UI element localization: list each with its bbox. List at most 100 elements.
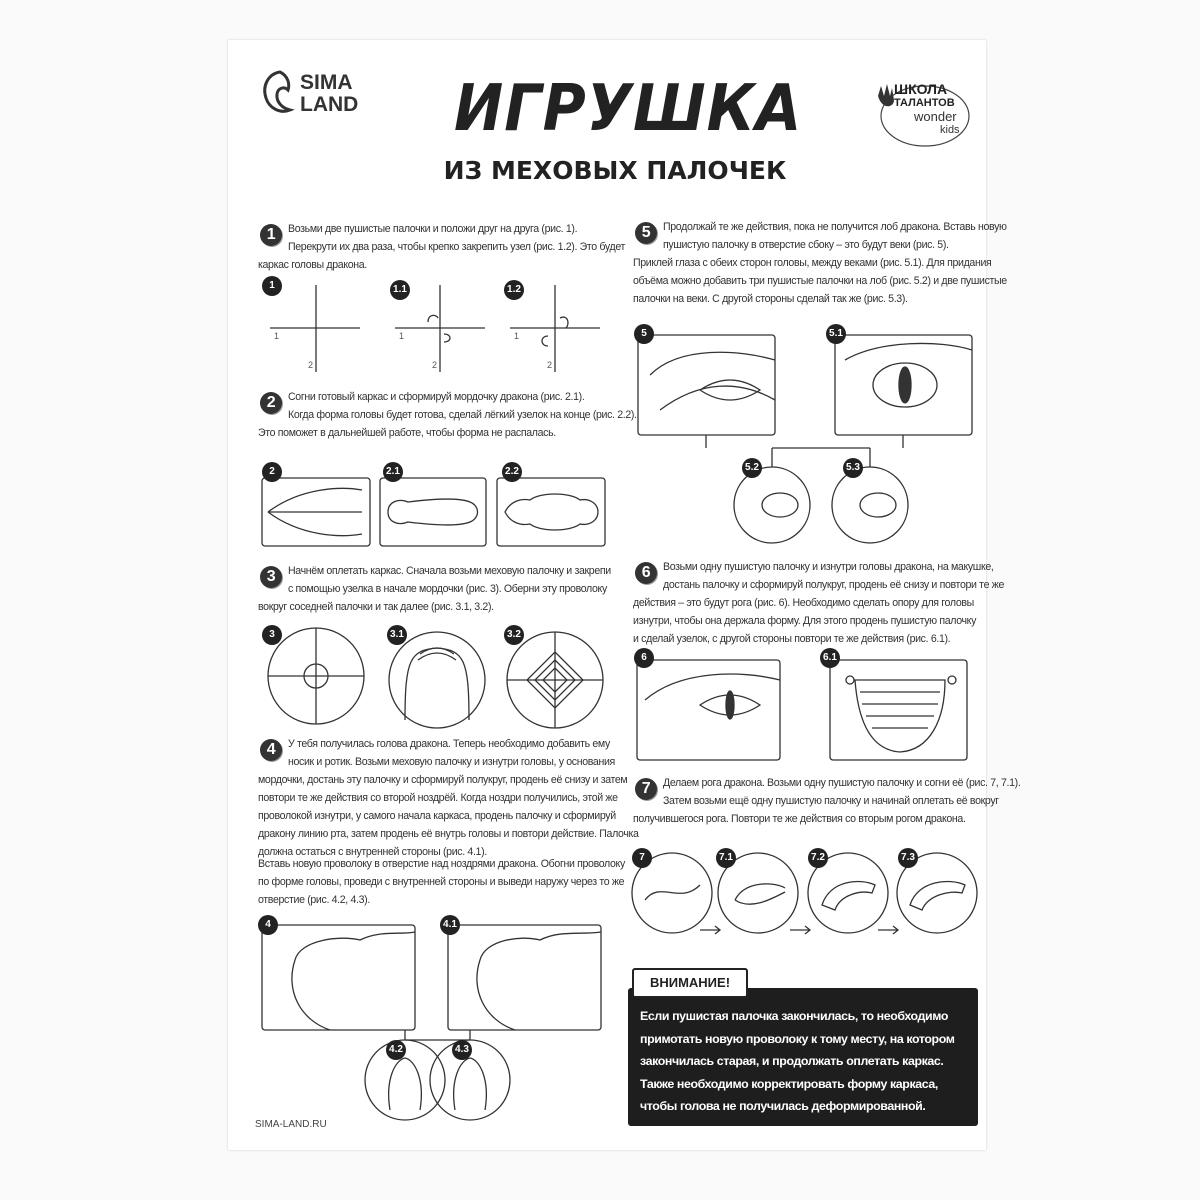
step-5-text: 5 Продолжай те же действия, пока не получ… (633, 218, 1007, 308)
instruction-sheet (228, 40, 986, 1150)
text-line: Делаем рога дракона. Возьми одну пушисту… (663, 777, 1021, 789)
axis-label: 2 (547, 360, 553, 370)
figure-badge: 1.1 (390, 280, 410, 300)
step-7-text: 7 Делаем рога дракона. Возьми одну пушист… (633, 774, 1021, 828)
step-number-badge: 2 (260, 392, 282, 414)
axis-label: 1 (399, 331, 405, 341)
text-line: пушистую палочку в отверстие сбоку – это… (663, 239, 949, 251)
figure-1-cross (270, 285, 600, 372)
brand-line: LAND (300, 93, 359, 116)
warning-text: Если пушистая палочка закончилась, то не… (640, 1005, 975, 1118)
figure-badge: 7.1 (716, 848, 736, 868)
figure-2-frames (261, 477, 606, 547)
figure-3-circles (267, 627, 604, 729)
text-line: и сделай узелок, с другой стороны повтор… (633, 633, 951, 645)
axis-label: 1 (514, 331, 520, 341)
figure-badge: 4 (258, 915, 278, 935)
step-4-extra-text: Вставь новую проволоку в отверстие над н… (258, 855, 625, 909)
step-number-badge: 4 (260, 739, 282, 761)
figure-badge: 3.2 (504, 625, 524, 645)
figure-badge: 5.2 (742, 458, 762, 478)
logo-text: ШКОЛА (894, 81, 948, 97)
figure-badge: 7.3 (898, 848, 918, 868)
figure-badge: 5.1 (826, 324, 846, 344)
text-line: Когда форма головы будет готова, сделай … (288, 409, 637, 421)
step-number-badge: 1 (260, 224, 282, 246)
step-number-badge: 7 (635, 778, 657, 800)
text-line: каркас головы дракона. (258, 259, 367, 271)
warning-line: закончилась старая, и продолжать оплетат… (640, 1054, 944, 1068)
brand-name: SIMA LAND (300, 72, 358, 116)
text-line: с помощью узелка в начале мордочки (рис.… (288, 583, 607, 595)
text-line: У тебя получилась голова дракона. Теперь… (288, 738, 610, 750)
figure-badge: 2.1 (383, 462, 403, 482)
text-line: по форме головы, проведи с внутренней ст… (258, 876, 625, 888)
figure-7-circles (631, 852, 978, 935)
figure-badge: 5 (634, 324, 654, 344)
figure-badge: 1 (262, 276, 282, 296)
step-4-text: 4 У тебя получилась голова дракона. Тепер… (258, 735, 639, 861)
text-line: Приклей глаза с обеих сторон головы, меж… (633, 257, 992, 269)
step-number-badge: 5 (635, 222, 657, 244)
text-line: Возьми одну пушистую палочку и изнутри г… (663, 561, 994, 573)
text-line: изнутри, чтобы она держала форму. Для эт… (633, 615, 977, 627)
figure-badge: 7 (632, 848, 652, 868)
school-of-talents-logo: ШКОЛА ТАЛАНТОВ wonder kids (870, 76, 970, 148)
axis-label: 1 (274, 331, 280, 341)
figure-badge: 3.1 (387, 625, 407, 645)
text-line: отверстие (рис. 4.2, 4.3). (258, 894, 370, 906)
warning-box (628, 988, 978, 1126)
figure-4-frames (261, 924, 602, 1121)
warning-line: Также необходимо корректировать форму ка… (640, 1076, 938, 1091)
dolphin-logo-icon (263, 70, 295, 113)
figure-badge: 2.2 (502, 462, 522, 482)
figure-6-frames (636, 659, 968, 761)
figure-5-frames (637, 334, 973, 544)
axis-label: 2 (432, 360, 438, 370)
footer-site: SIMA-LAND.RU (255, 1119, 327, 1130)
figure-badge: 4.1 (440, 915, 460, 935)
figure-badge: 4.3 (452, 1040, 472, 1060)
warning-line: Если пушистая палочка закончилась, то не… (640, 1009, 948, 1023)
text-line: повтори те же действия со второй ноздрёй… (258, 792, 618, 804)
text-line: дракону линию рта, затем продень её внут… (258, 828, 639, 840)
figure-badge: 6.1 (820, 648, 840, 668)
logo-text: ТАЛАНТОВ (894, 97, 955, 109)
step-number-badge: 6 (635, 562, 657, 584)
text-line: носик и ротик. Возьми меховую палочку и … (288, 756, 615, 768)
figure-badge: 5.3 (843, 458, 863, 478)
figure-badge: 4.2 (386, 1040, 406, 1060)
warning-line: примотать новую проволоку к тому месту, … (640, 1031, 955, 1046)
text-line: палочки на веки. С другой стороны сделай… (633, 293, 908, 305)
axis-label: 2 (308, 360, 314, 370)
text-line: Затем возьми ещё одну пушистую палочку и… (663, 795, 999, 807)
brand-line: SIMA (300, 71, 353, 94)
text-line: Начнём оплетать каркас. Сначала возьми м… (288, 565, 611, 577)
text-line: достань палочку и сформируй полукруг, пр… (663, 579, 1004, 591)
hand-heart-icon (878, 84, 970, 147)
text-line: Согни готовый каркас и сформируй мордочк… (288, 391, 585, 403)
warning-title: ВНИМАНИЕ! (632, 968, 748, 998)
step-6-text: 6 Возьми одну пушистую палочку и изнутри … (633, 558, 1004, 648)
text-line: Вставь новую проволоку в отверстие над н… (258, 858, 625, 870)
text-line: мордочки, достань эту палочку и сформиру… (258, 774, 628, 786)
text-line: Это поможет в дальнейшей работе, чтобы ф… (258, 427, 556, 439)
figure-badge: 7.2 (808, 848, 828, 868)
logo-text: wonder (914, 109, 957, 124)
text-line: действия – это будут рога (рис. 6). Необ… (633, 597, 974, 609)
page-title: ИГРУШКА (454, 72, 803, 146)
figure-badge: 2 (262, 462, 282, 482)
step-1-text: 1 Возьми две пушистые палочки и положи др… (258, 220, 625, 274)
figure-badge: 6 (634, 648, 654, 668)
text-line: Возьми две пушистые палочки и положи дру… (288, 223, 578, 235)
text-line: проволокой изнутри, у самого начала карк… (258, 810, 616, 822)
text-line: объёма можно добавить три пушистые палоч… (633, 275, 1007, 287)
text-line: получившегося рога. Повтори те же действ… (633, 813, 966, 825)
text-line: Перекрути их два раза, чтобы крепко закр… (288, 241, 626, 253)
logo-text: kids (940, 124, 960, 136)
text-line: Продолжай те же действия, пока не получи… (663, 221, 1007, 233)
text-line: вокруг соседней палочки и так далее (рис… (258, 601, 494, 613)
page-subtitle: ИЗ МЕХОВЫХ ПАЛОЧЕК (443, 156, 787, 185)
